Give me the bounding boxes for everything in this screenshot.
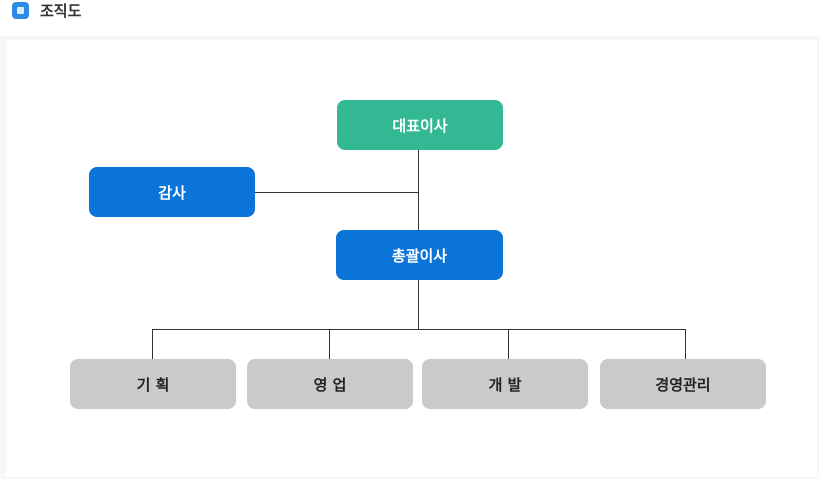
node-dept-planning: 기 획 <box>70 359 236 409</box>
connector-dept-1 <box>152 329 153 359</box>
node-dept-management: 경영관리 <box>600 359 766 409</box>
connector-dept-3 <box>508 329 509 359</box>
node-ceo: 대표이사 <box>337 100 503 150</box>
connector-gm-down <box>418 280 419 330</box>
page-header: 조직도 <box>0 0 819 36</box>
page-title: 조직도 <box>40 2 82 20</box>
connector-dept-2 <box>329 329 330 359</box>
node-dept-sales: 영 업 <box>247 359 413 409</box>
connector-ceo-to-gm <box>418 150 419 230</box>
connector-audit <box>255 192 419 193</box>
connector-dept-4 <box>685 329 686 359</box>
org-chart-icon <box>12 2 29 19</box>
node-general-manager: 총괄이사 <box>336 230 503 280</box>
connector-dept-bus <box>152 329 686 330</box>
node-dept-development: 개 발 <box>422 359 588 409</box>
node-audit: 감사 <box>89 167 255 217</box>
